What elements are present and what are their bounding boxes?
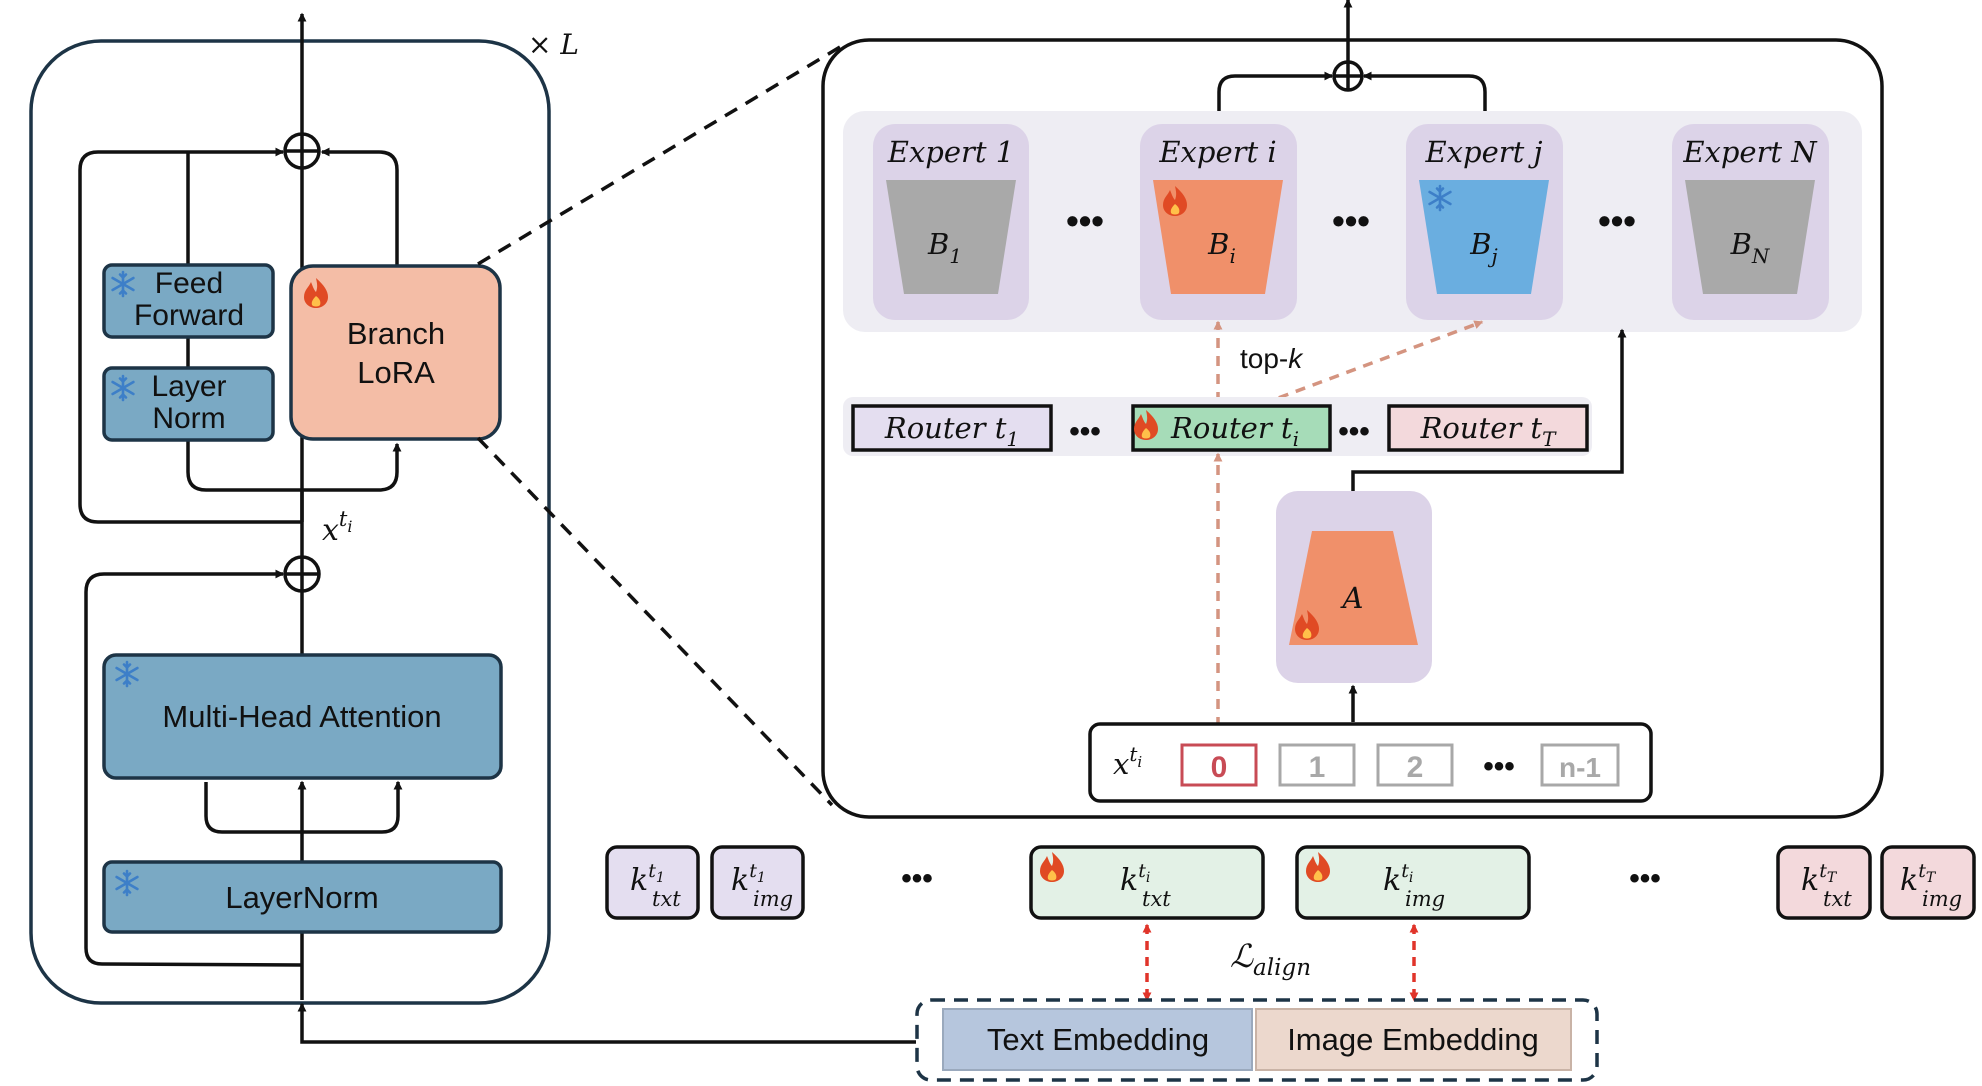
layer-norm-label-1: Layer <box>151 370 226 403</box>
mha-label: Multi-Head Attention <box>162 699 441 734</box>
token-2-label: 2 <box>1407 751 1424 784</box>
expert-title: Expert N <box>1682 135 1818 169</box>
expert-b-label: B1 <box>927 227 962 268</box>
router-t1-label: Router t1 <box>884 411 1019 451</box>
token-n-1-label: n-1 <box>1559 752 1601 783</box>
token-n-1 <box>1540 743 1620 787</box>
a-label: A <box>1340 581 1364 615</box>
layer-norm-label-2: Norm <box>152 402 225 435</box>
token-1 <box>1278 743 1356 787</box>
expert-i-to-adder <box>1217 71 1334 124</box>
x-to-branches <box>186 440 397 522</box>
token-0-label: 0 <box>1211 751 1228 784</box>
feed-forward-label-2: Forward <box>134 299 244 332</box>
router-tT-label: Router tT <box>1420 411 1558 451</box>
ln-to-mha-sides <box>204 782 398 834</box>
topk-label: top-k <box>1240 343 1304 374</box>
expert-title: Expert 1 <box>887 135 1014 169</box>
router-tT <box>1387 404 1589 452</box>
zoom-line-top <box>477 42 846 266</box>
embedding-to-input <box>297 1002 916 1044</box>
token-ellipsis: ••• <box>1483 750 1515 783</box>
feed-forward-label-1: Feed <box>155 267 223 300</box>
expert-card-i: Expert i Bi <box>1140 124 1297 320</box>
token-1-label: 1 <box>1309 751 1326 784</box>
expert-b-label: Bi <box>1207 227 1236 268</box>
keys-ellipsis: ••• <box>901 862 933 895</box>
expert-trapezoid <box>1685 180 1815 294</box>
token-2 <box>1376 743 1454 787</box>
expert-card-1: Expert 1 B1 <box>873 124 1029 320</box>
lora-to-adder <box>320 147 399 266</box>
router-ellipsis: ••• <box>1069 415 1101 448</box>
repeat-label: × L <box>528 28 579 61</box>
moe-adder <box>1332 60 1364 92</box>
branch-lora-label-1: Branch <box>347 316 445 351</box>
lower-residual-path <box>84 569 303 967</box>
branch-lora-block <box>289 264 502 441</box>
text-embedding-label: Text Embedding <box>987 1022 1209 1057</box>
branch-lora-label-2: LoRA <box>357 355 435 390</box>
router-ti <box>1131 404 1332 452</box>
upper-adder <box>283 132 321 170</box>
expert-card-j: Expert j Bj <box>1406 124 1563 320</box>
transformer-outer-frame <box>29 39 551 1005</box>
layernorm-label: LayerNorm <box>225 880 378 915</box>
a-to-experts <box>1351 328 1627 495</box>
router-t1 <box>851 404 1053 452</box>
keys-ellipsis: ••• <box>1629 862 1661 895</box>
router-ti-label: Router ti <box>1170 411 1299 451</box>
token-0 <box>1180 743 1258 787</box>
expert-ellipsis: ••• <box>1598 200 1636 241</box>
embeddings-frame <box>915 998 1599 1082</box>
expert-b-label: BN <box>1730 227 1771 268</box>
lower-adder <box>283 555 321 593</box>
align-loss-label: ℒalign <box>1230 937 1311 981</box>
text-embedding-block <box>942 1008 1253 1071</box>
upper-residual-path <box>78 147 302 524</box>
expert-b-label: Bj <box>1469 227 1498 268</box>
x-ti-label-right: xti <box>1113 742 1142 781</box>
layernorm-block <box>102 860 503 934</box>
x-ti-label-left: xti <box>322 507 353 548</box>
expert-card-n: Expert N BN <box>1672 124 1829 320</box>
router-ellipsis: ••• <box>1338 415 1370 448</box>
expert-title: Expert i <box>1158 135 1276 169</box>
expert-trapezoid <box>1419 180 1549 294</box>
expert-j-to-adder <box>1362 71 1487 124</box>
image-embedding-block <box>1255 1008 1572 1071</box>
layer-norm-block <box>102 366 275 442</box>
topk-arrow-to-expert-j <box>1261 320 1484 406</box>
experts-row-bg <box>843 111 1862 332</box>
expert-title: Expert j <box>1425 135 1543 169</box>
zoom-line-bottom <box>476 436 834 807</box>
expert-ellipsis: ••• <box>1066 200 1104 241</box>
mha-block <box>102 653 503 780</box>
image-embedding-label: Image Embedding <box>1287 1022 1539 1057</box>
a-trapezoid <box>1289 531 1418 645</box>
expert-ellipsis: ••• <box>1332 200 1370 241</box>
expert-trapezoid <box>886 180 1016 294</box>
feed-forward-block <box>102 263 275 339</box>
